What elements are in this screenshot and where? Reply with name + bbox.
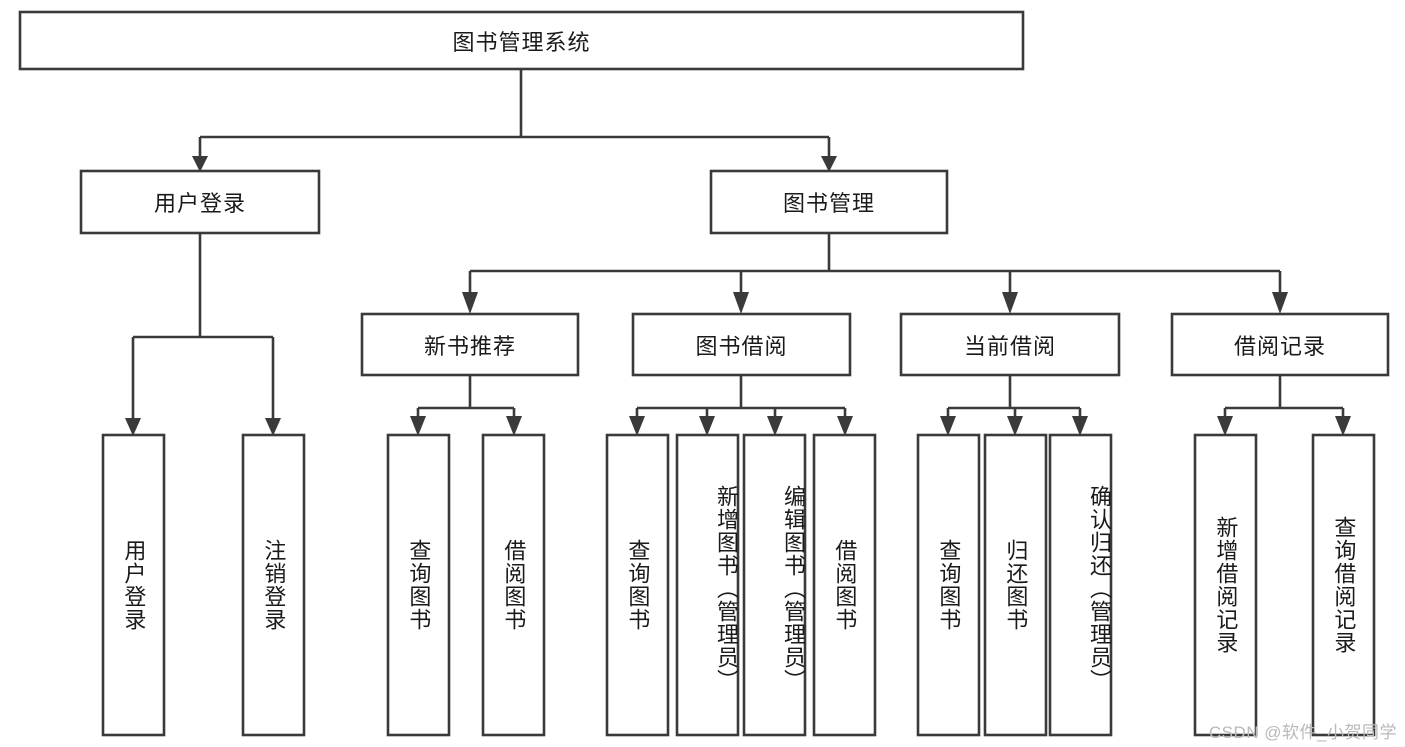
node-box-leaf-query-books-borrow[interactable] bbox=[605, 433, 670, 737]
node-box-leaf-query-books-current[interactable] bbox=[916, 433, 981, 737]
node-box-leaf-add-borrow-record[interactable] bbox=[1193, 433, 1258, 737]
csdn-watermark: CSDN @软件_小贺同学 bbox=[1208, 723, 1397, 742]
arrow-to-leaf-return-books bbox=[1007, 416, 1023, 436]
node-box-borrow-records[interactable] bbox=[1170, 312, 1390, 377]
arrow-to-leaf-edit-book-admin bbox=[767, 416, 783, 436]
node-box-leaf-return-books[interactable] bbox=[983, 433, 1048, 737]
node-boxes bbox=[18, 10, 1390, 737]
arrow-to-leaf-borrow-books-borrow bbox=[837, 416, 853, 436]
connectors bbox=[125, 69, 1351, 436]
node-box-root[interactable] bbox=[18, 10, 1025, 71]
connector-user-login-to-leaves bbox=[131, 233, 275, 422]
arrow-to-leaf-logout bbox=[265, 418, 281, 436]
connector-book-management-to-level3 bbox=[468, 233, 1282, 300]
connector-book-borrow-to-leaves bbox=[635, 375, 847, 422]
arrow-to-leaf-user-login bbox=[125, 418, 141, 436]
node-box-book-borrow[interactable] bbox=[631, 312, 852, 377]
node-box-book-management[interactable] bbox=[709, 169, 949, 235]
arrow-to-borrow-records bbox=[1272, 292, 1288, 314]
connector-root-to-level2 bbox=[198, 69, 831, 160]
node-box-leaf-add-book-admin[interactable] bbox=[675, 433, 740, 737]
arrow-to-leaf-add-book-admin bbox=[699, 416, 715, 436]
arrow-to-book-management bbox=[821, 156, 837, 172]
arrow-to-leaf-add-borrow-record bbox=[1217, 416, 1233, 436]
arrow-to-leaf-query-books-borrow bbox=[629, 416, 645, 436]
arrow-to-leaf-query-borrow-record bbox=[1335, 416, 1351, 436]
node-box-new-book-recommend[interactable] bbox=[360, 312, 580, 377]
arrow-to-leaf-query-books-current bbox=[940, 416, 956, 436]
node-box-current-borrow[interactable] bbox=[899, 312, 1121, 377]
arrow-to-new-book-recommend bbox=[462, 292, 478, 314]
node-box-leaf-borrow-books-recommend[interactable] bbox=[481, 433, 546, 737]
node-box-leaf-user-login[interactable] bbox=[101, 433, 166, 737]
connector-current-borrow-to-leaves bbox=[946, 375, 1082, 422]
arrow-to-leaf-confirm-return-admin bbox=[1072, 416, 1088, 436]
arrow-to-leaf-borrow-books-recommend bbox=[506, 416, 522, 436]
arrow-to-book-borrow bbox=[733, 292, 749, 314]
arrow-to-current-borrow bbox=[1002, 292, 1018, 314]
node-box-leaf-logout[interactable] bbox=[241, 433, 306, 737]
node-box-leaf-query-borrow-record[interactable] bbox=[1311, 433, 1376, 737]
connector-borrow-records-to-leaves bbox=[1223, 375, 1345, 422]
arrow-to-leaf-query-books-recommend bbox=[410, 416, 426, 436]
node-box-leaf-edit-book-admin[interactable] bbox=[742, 433, 807, 737]
arrow-to-user-login bbox=[192, 156, 208, 172]
connector-new-book-recommend-to-leaves bbox=[416, 375, 516, 422]
node-box-leaf-confirm-return-admin[interactable] bbox=[1048, 433, 1113, 737]
node-box-leaf-query-books-recommend[interactable] bbox=[386, 433, 451, 737]
node-box-user-login[interactable] bbox=[79, 169, 321, 235]
node-box-leaf-borrow-books-borrow[interactable] bbox=[812, 433, 877, 737]
